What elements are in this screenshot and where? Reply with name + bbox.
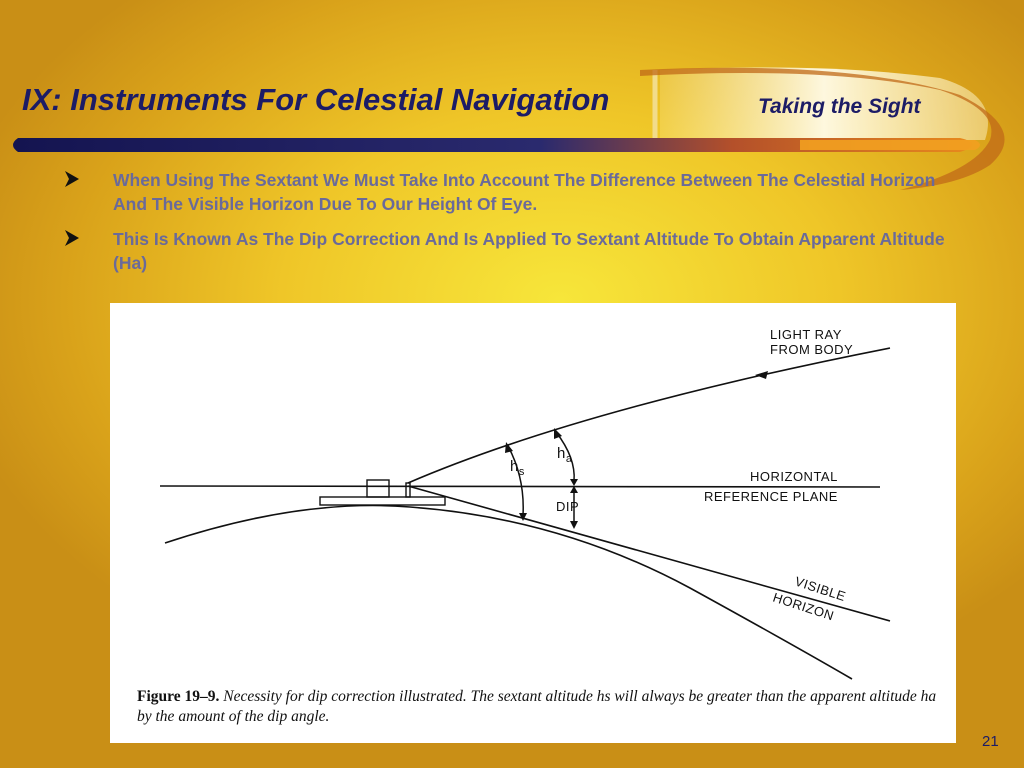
ship-cabin	[366, 479, 390, 498]
hs-label: hs	[510, 458, 525, 478]
figure-caption-text: Necessity for dip correction illustrated…	[137, 688, 937, 725]
light-ray-label-1: LIGHT RAY	[770, 327, 842, 342]
dip-correction-figure: LIGHT RAY FROM BODY HORIZONTAL REFERENCE…	[110, 303, 956, 743]
arrowhead-bullet-icon	[65, 171, 79, 187]
slide-subtitle: Taking the Sight	[758, 95, 921, 118]
bullet-text: This Is Known As The Dip Correction And …	[113, 229, 945, 273]
bullet-list: When Using The Sextant We Must Take Into…	[60, 168, 960, 286]
bullet-item: When Using The Sextant We Must Take Into…	[60, 168, 960, 216]
figure-caption: Figure 19–9. Necessity for dip correctio…	[137, 687, 937, 727]
arrowhead-bullet-icon	[65, 230, 79, 246]
light-ray-arrowhead	[755, 371, 768, 379]
hs-angle-arc	[507, 445, 524, 516]
figure-caption-label: Figure 19–9.	[137, 688, 220, 705]
dip-diagram: LIGHT RAY FROM BODY HORIZONTAL REFERENCE…	[159, 327, 891, 680]
ship-deck	[319, 496, 446, 506]
visible-horizon-line	[407, 485, 891, 622]
title-swoosh-decoration	[13, 67, 1005, 190]
bullet-item: This Is Known As The Dip Correction And …	[60, 227, 960, 275]
ha-label: ha	[557, 445, 573, 465]
horizontal-label-2: REFERENCE PLANE	[704, 489, 838, 504]
light-ray-label-2: FROM BODY	[770, 342, 853, 357]
slide-title: IX: Instruments For Celestial Navigation	[22, 82, 610, 117]
horizontal-reference-line	[159, 485, 881, 488]
earth-curve	[164, 504, 853, 680]
ship-cabin-2	[405, 482, 411, 498]
dip-label: DIP	[556, 499, 579, 514]
page-number: 21	[982, 733, 999, 750]
bullet-text: When Using The Sextant We Must Take Into…	[113, 170, 936, 214]
horizontal-label-1: HORIZONTAL	[750, 469, 838, 484]
light-ray-line	[407, 347, 891, 484]
